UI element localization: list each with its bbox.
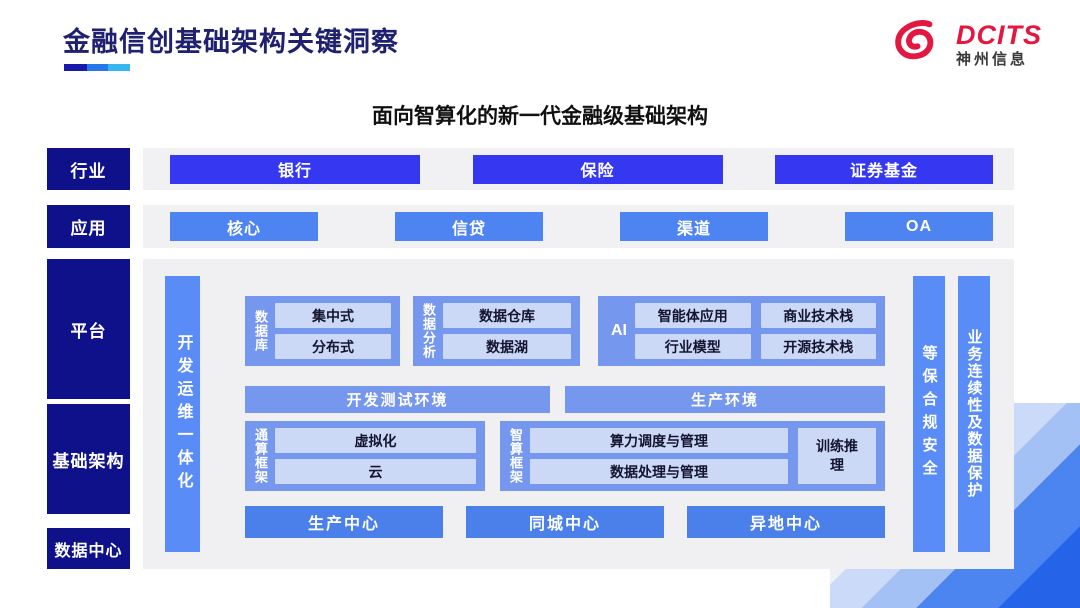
app-item-oa: OA <box>845 212 993 241</box>
analytics-item-lake: 数据湖 <box>443 334 571 359</box>
intelligent-computing-framework: 智算框架 算力调度与管理 数据处理与管理 训练推理 <box>500 421 885 491</box>
database-item-centralized: 集中式 <box>275 303 391 328</box>
database-section-label: 数据库 <box>253 310 268 352</box>
row-label-industry: 行业 <box>47 148 130 190</box>
security-compliance-bar: 等保合规安全 <box>913 276 945 552</box>
devops-vertical-bar: 开发运维一体化 <box>165 276 200 552</box>
general-computing-framework: 通算框架 虚拟化 云 <box>245 421 485 491</box>
row-label-infrastructure: 基础架构 <box>47 404 130 514</box>
architecture-diagram: 行业 银行 保险 证券基金 应用 核心 信贷 渠道 OA 平台 基础架构 数据中… <box>47 148 1014 569</box>
application-strip: 核心 信贷 渠道 OA <box>143 205 1014 248</box>
row-label-platform: 平台 <box>47 259 130 399</box>
framework-item-compute-scheduling: 算力调度与管理 <box>530 428 788 453</box>
analytics-section: 数据分析 数据仓库 数据湖 <box>413 296 580 366</box>
framework-item-virtualization: 虚拟化 <box>275 428 476 453</box>
app-item-core: 核心 <box>170 212 318 241</box>
row-label-application: 应用 <box>47 205 130 248</box>
row-label-datacenter: 数据中心 <box>47 528 130 569</box>
page-title: 金融信创基础架构关键洞察 <box>63 27 399 57</box>
app-item-channel: 渠道 <box>620 212 768 241</box>
ai-section-label: AI <box>611 322 627 339</box>
app-item-credit: 信贷 <box>395 212 543 241</box>
logo-company-text: 神州信息 <box>956 50 1029 68</box>
analytics-section-label: 数据分析 <box>421 303 436 359</box>
business-continuity-bar: 业务连续性及数据保护 <box>958 276 990 552</box>
center-remote: 异地中心 <box>687 506 885 538</box>
industry-strip: 银行 保险 证券基金 <box>143 148 1014 190</box>
diagram-title: 面向智算化的新一代金融级基础架构 <box>372 105 708 128</box>
dev-test-environment-bar: 开发测试环境 <box>245 386 550 413</box>
general-framework-label: 通算框架 <box>253 428 268 484</box>
center-production: 生产中心 <box>245 506 443 538</box>
production-environment-bar: 生产环境 <box>565 386 885 413</box>
center-same-city: 同城中心 <box>466 506 664 538</box>
database-item-distributed: 分布式 <box>275 334 391 359</box>
analytics-item-warehouse: 数据仓库 <box>443 303 571 328</box>
intelligent-framework-label: 智算框架 <box>508 428 523 484</box>
framework-item-training-inference: 训练推理 <box>798 428 876 484</box>
logo-brand-text: DCITS <box>956 20 1042 51</box>
ai-item-opensource-stack: 开源技术栈 <box>760 334 876 359</box>
ai-item-industry-models: 行业模型 <box>635 334 751 359</box>
industry-item-securities: 证券基金 <box>775 154 993 184</box>
industry-item-bank: 银行 <box>170 154 420 184</box>
database-section: 数据库 集中式 分布式 <box>245 296 400 366</box>
ai-item-commercial-stack: 商业技术栈 <box>760 303 876 328</box>
company-logo: DCITS 神州信息 <box>890 16 1042 73</box>
framework-item-data-processing: 数据处理与管理 <box>530 459 788 484</box>
dcits-swirl-icon <box>890 16 948 73</box>
platform-panel: 开发运维一体化 数据库 集中式 分布式 数据分析 数据仓库 <box>143 259 1014 569</box>
title-underline-accent <box>64 64 130 71</box>
ai-section: AI 智能体应用 商业技术栈 行业模型 开源技术栈 <box>598 296 885 366</box>
industry-item-insurance: 保险 <box>472 154 723 184</box>
ai-item-agent-apps: 智能体应用 <box>635 303 751 328</box>
framework-item-cloud: 云 <box>275 459 476 484</box>
